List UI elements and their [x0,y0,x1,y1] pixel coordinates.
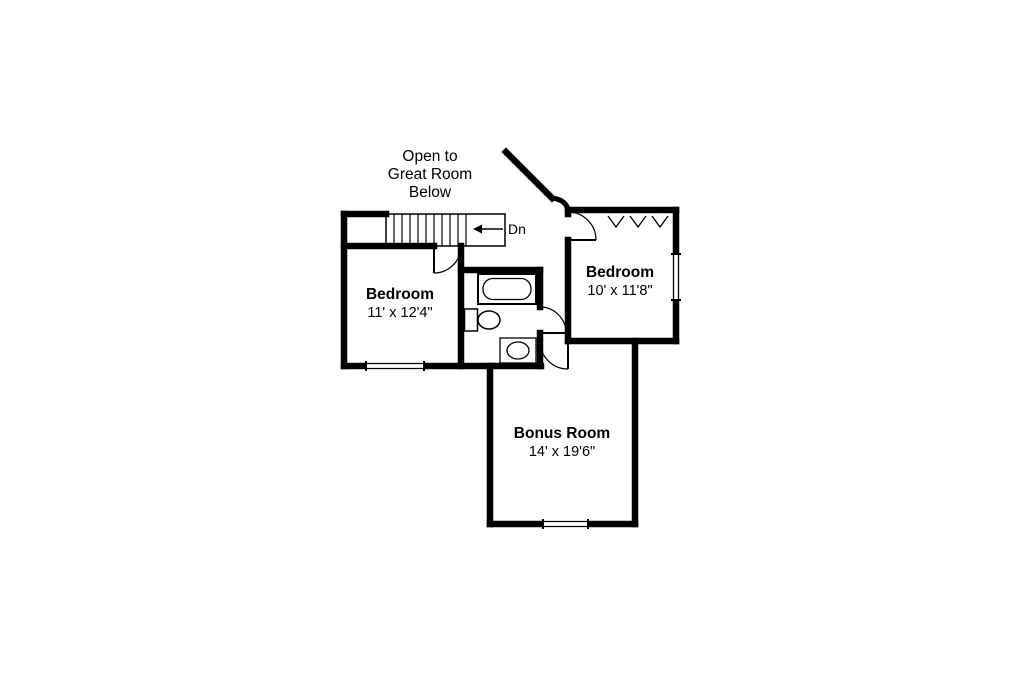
bedroom2-dimensions-label: 10' x 11'8" [587,283,652,299]
bathtub-basin [482,277,532,301]
door-bonus-room [539,340,569,370]
wall-curved-connector [551,195,571,212]
door-bedroom1 [433,245,462,274]
door-bathroom [539,306,567,334]
stair-treads [393,214,467,246]
staircase [385,213,506,247]
toilet-bowl [477,310,501,330]
window-vee-mark [629,215,647,229]
wall-segment-stair-diagonal [501,147,557,203]
door-bedroom2 [567,211,597,241]
door-swing-arc [567,211,597,241]
door-swing-arc [539,306,567,334]
window-gap [671,254,681,300]
stair-direction-arrowhead [473,224,482,234]
toilet-tank [463,308,479,332]
door-swing-arc [433,245,462,274]
bathroom-fixtures [463,273,537,364]
window-vee-mark [607,215,625,229]
bonus-room-name-label: Bonus Room [514,425,610,442]
window-gap [366,361,424,371]
window-hatch-marks [607,215,669,229]
sink-basin [506,341,530,360]
window-vee-mark [651,215,669,229]
door-swing-arc [539,340,569,370]
stair-direction-label: Dn [508,221,526,237]
windows [365,215,681,529]
bedroom1-dimensions-label: 11' x 12'4" [367,305,432,321]
bonus-room-dimensions-label: 14' x 19'6" [529,444,595,460]
window-gap [543,519,588,529]
doors [433,211,597,370]
open-to-below-note-line1: Open to [402,148,457,165]
labels: Open to Great Room Below Dn Bedroom 11' … [366,148,654,460]
open-to-below-note-line3: Below [409,184,452,201]
walls [340,147,680,528]
open-to-below-note-line2: Great Room [388,166,472,183]
stair-run-outline [385,213,506,247]
bedroom1-name-label: Bedroom [366,286,434,303]
bedroom2-name-label: Bedroom [586,264,654,281]
